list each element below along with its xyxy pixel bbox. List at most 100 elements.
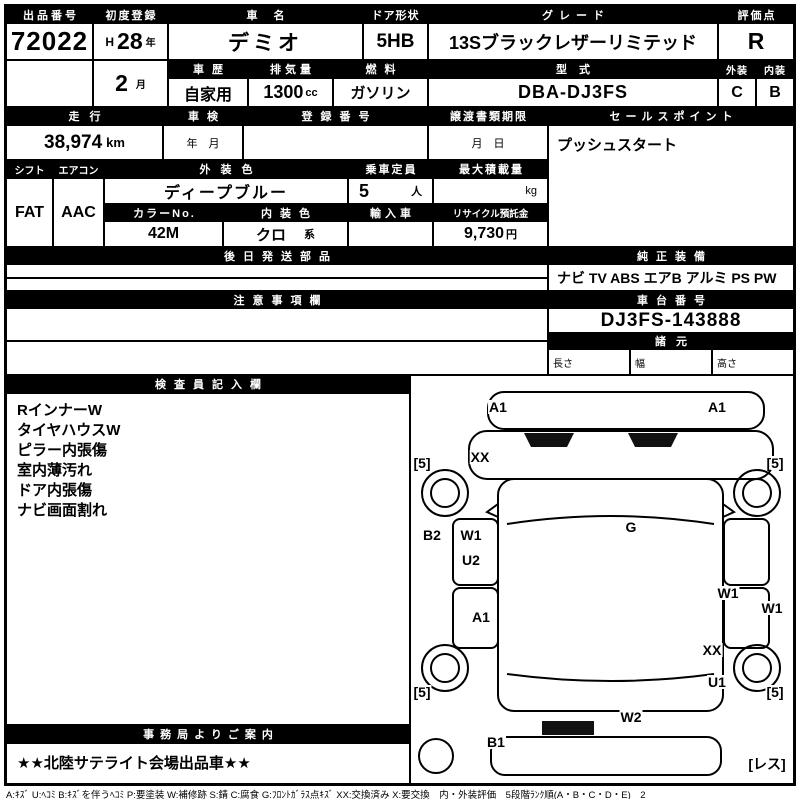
exterior-color-label: 外装色	[104, 160, 348, 178]
office-notice-label: 事務局よりご案内	[6, 725, 410, 743]
displacement-value: 1300 cc	[248, 78, 333, 107]
first-registration-label: 初度登録	[93, 6, 168, 23]
inspector-note: ドア内張傷	[17, 482, 93, 499]
color-number-value: 42M	[104, 221, 223, 247]
registration-number-label: 登録番号	[243, 107, 428, 125]
transfer-deadline-value: 月 日	[428, 125, 548, 160]
displacement-number: 1300	[263, 82, 304, 102]
width-cell: 幅	[630, 349, 712, 375]
mileage-unit: km	[106, 135, 125, 150]
damage-marker: W2	[619, 709, 643, 725]
rear-window-line	[506, 673, 715, 682]
import-label: 輸入車	[348, 204, 433, 221]
left-mirror-shape	[485, 502, 499, 519]
height-cell: 高さ	[712, 349, 794, 375]
shift-label: シフト	[6, 160, 53, 178]
cowl-vent-right	[628, 433, 678, 447]
damage-marker: [5]	[765, 684, 785, 700]
model-code-label: 型式	[428, 60, 718, 78]
wheel-rear-left	[421, 644, 469, 692]
max-load-label: 最大積載量	[433, 160, 548, 178]
height-label: 高さ	[717, 358, 737, 370]
aircon-label: エアコン	[53, 160, 104, 178]
wheel-rear-right-rim	[742, 653, 772, 683]
exterior-color-value: ディープブルー	[104, 178, 348, 204]
inspector-note: RインナーW	[17, 402, 102, 419]
damage-marker: [5]	[765, 455, 785, 471]
wheel-front-right	[733, 469, 781, 517]
damage-marker: U2	[461, 552, 481, 568]
displacement-unit: cc	[305, 86, 318, 99]
recycle-fee-unit: 円	[506, 229, 518, 241]
mileage-value: 38,974 km	[6, 125, 163, 160]
legend-text: A:ｷｽﾞ U:ﾍｺﾐ B:ｷｽﾞを伴うﾍｺﾐ P:要塗装 W:補修跡 S:錆 …	[6, 790, 646, 799]
inspector-notes-area: RインナーW タイヤハウスW ピラー内張傷 室内薄汚れ ドア内張傷 ナビ画面割れ	[6, 393, 410, 725]
length-cell: 長さ	[548, 349, 630, 375]
inspector-note: ナビ画面割れ	[17, 502, 108, 519]
transfer-deadline-label: 譲渡書類期限	[428, 107, 548, 125]
inspector-notes-label: 検査員記入欄	[6, 375, 410, 393]
month-unit: 月	[135, 80, 146, 91]
caution-notes-area	[6, 308, 548, 341]
car-outline-diagram	[418, 391, 781, 776]
damage-marker: W1	[760, 600, 784, 616]
interior-color-label: 内装色	[223, 204, 348, 221]
damage-marker: [5]	[412, 455, 432, 471]
shaken-value: 年 月	[163, 125, 243, 160]
wheel-rear-left-rim	[430, 653, 460, 683]
import-value	[348, 221, 433, 247]
auction-number-label: 出品番号	[6, 6, 93, 23]
caution-notes-area	[6, 341, 548, 375]
evaluation-score-label: 評価点	[718, 6, 794, 23]
capacity-number: 5	[359, 180, 370, 201]
era-letter: H	[105, 34, 115, 49]
length-label: 長さ	[553, 358, 573, 370]
damage-marker: [5]	[412, 684, 432, 700]
dimensions-label: 諸元	[548, 333, 794, 349]
front-bumper-shape	[487, 391, 765, 430]
damage-marker: U1	[707, 674, 727, 690]
inspector-note: 室内薄汚れ	[17, 462, 93, 479]
sales-point-value: プッシュスタート	[548, 125, 794, 247]
wheel-rear-right	[733, 644, 781, 692]
equipment-label: 純正装備	[548, 247, 794, 264]
recycle-fee-number: 9,730	[463, 225, 505, 242]
history-label: 車歴	[168, 60, 248, 78]
capacity-value: 5 人	[348, 178, 433, 204]
interior-grade-value: B	[756, 78, 794, 107]
recycle-deposit-label: リサイクル預託金	[433, 204, 548, 221]
license-plate-shape	[542, 721, 594, 735]
inspector-note: ピラー内張傷	[17, 442, 108, 459]
chassis-number-value: DJ3FS-143888	[548, 308, 794, 333]
door-shape-label: ドア形状	[363, 6, 428, 23]
capacity-label: 乗車定員	[348, 160, 433, 178]
exterior-grade-value: C	[718, 78, 756, 107]
interior-grade-label: 内装	[756, 60, 794, 78]
windshield-line	[506, 515, 715, 525]
rear-bumper-shape	[490, 736, 722, 776]
empty-cell	[6, 264, 548, 278]
exterior-grade-label: 外装	[718, 60, 756, 78]
interior-color-name: クロ	[255, 226, 286, 244]
damage-marker: [レス]	[747, 756, 787, 772]
model-code-value: DBA-DJ3FS	[428, 78, 718, 107]
sales-point-label: セールスポイント	[548, 107, 794, 125]
left-rear-door-panel	[452, 587, 499, 649]
damage-marker: W1	[716, 585, 740, 601]
spare-tire-shape	[418, 738, 454, 774]
chassis-number-label: 車台番号	[548, 291, 794, 308]
wheel-front-left-rim	[430, 478, 460, 508]
registration-number-value	[243, 125, 428, 160]
car-name-value: デミオ	[168, 23, 363, 60]
shaken-label: 車検	[163, 107, 243, 125]
history-value: 自家用	[168, 78, 248, 107]
damage-marker: XX	[701, 642, 723, 658]
evaluation-score-value: R	[718, 23, 794, 60]
damage-marker: B1	[486, 734, 506, 750]
wheel-front-left	[421, 469, 469, 517]
displacement-label: 排気量	[248, 60, 333, 78]
right-front-door-panel	[723, 518, 770, 586]
fuel-label: 燃料	[333, 60, 428, 78]
